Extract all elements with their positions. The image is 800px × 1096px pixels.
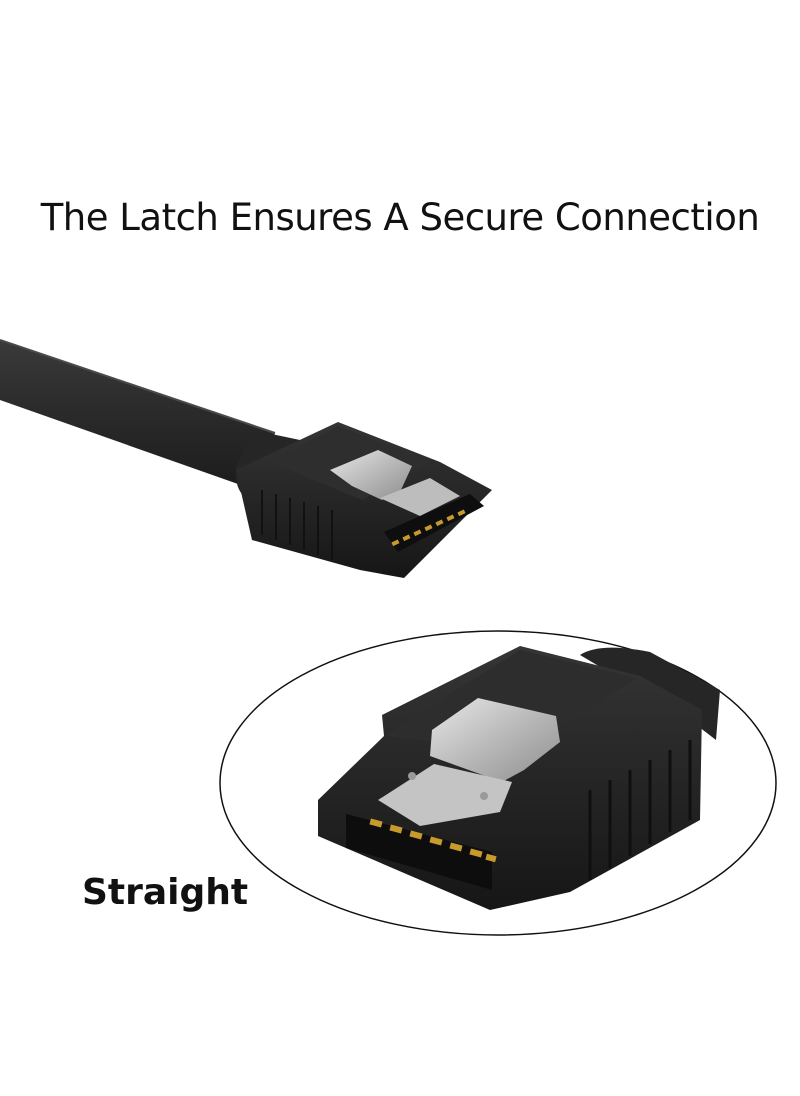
gold-pins-small [391, 509, 466, 547]
caption-straight: Straight [82, 872, 249, 913]
flat-cable [0, 340, 275, 490]
headline: The Latch Ensures A Secure Connection [40, 196, 760, 239]
latch-clip-large [430, 698, 560, 782]
sata-connector-small [236, 422, 492, 578]
zoom-ellipse [219, 630, 777, 936]
gold-pins-large [369, 818, 497, 863]
latch-clip-small [330, 450, 412, 500]
sata-connector-large [318, 646, 720, 910]
